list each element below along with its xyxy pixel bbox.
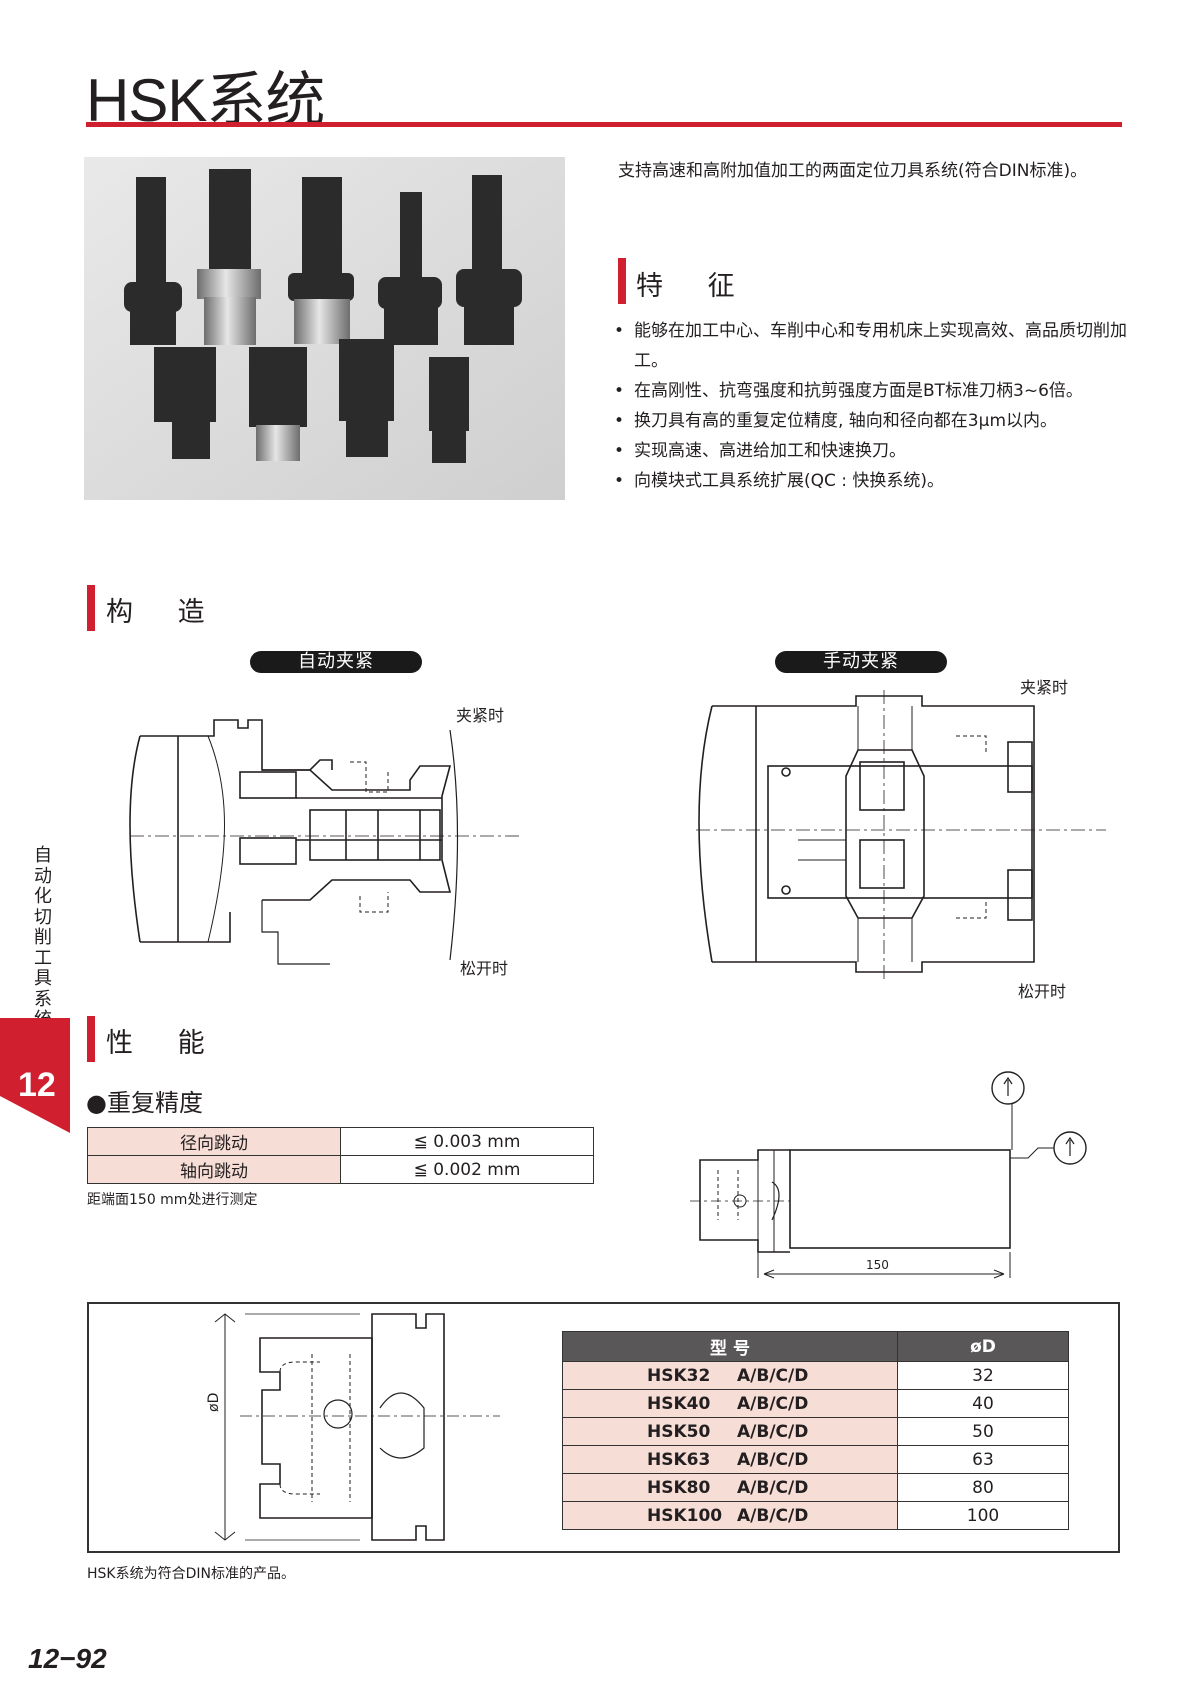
clamped-label: 夹紧时 xyxy=(1020,678,1069,697)
model-diameter: 80 xyxy=(897,1473,1069,1502)
accuracy-value: ≦ 0.003 mm xyxy=(340,1127,594,1156)
model-diameter: 40 xyxy=(897,1389,1069,1418)
chapter-tab xyxy=(0,1018,70,1133)
table-row: HSK80 A/B/C/D 80 xyxy=(562,1473,1069,1502)
model-diameter: 63 xyxy=(897,1445,1069,1474)
table-row: HSK50 A/B/C/D 50 xyxy=(562,1417,1069,1446)
chapter-number: 12 xyxy=(18,1066,56,1104)
structure-heading: 构 造 xyxy=(106,597,223,628)
table-row: HSK100 A/B/C/D 100 xyxy=(562,1501,1069,1530)
table-header-row: 型 号 øD xyxy=(562,1331,1069,1362)
feature-item: 能够在加工中心、车削中心和专用机床上实现高效、高品质切削加工。 xyxy=(614,316,1134,376)
model-name: HSK40 xyxy=(647,1393,711,1414)
models-frame xyxy=(87,1302,1120,1553)
page-number: 12−92 xyxy=(28,1643,107,1674)
manual-clamp-label: 手动夹紧 xyxy=(775,651,947,673)
runout-diagram xyxy=(690,1071,1087,1279)
feature-item: 换刀具有高的重复定位精度, 轴向和径向都在3μm以内。 xyxy=(614,406,1134,436)
column-header-diameter: øD xyxy=(897,1331,1069,1362)
model-name: HSK80 xyxy=(647,1477,711,1498)
hsk-shank-diagram xyxy=(214,1313,500,1541)
model-suffix: A/B/C/D xyxy=(737,1477,809,1498)
repeat-accuracy-title: ●重复精度 xyxy=(86,1089,203,1117)
auto-clamp-diagram xyxy=(129,719,520,965)
manual-clamp-diagram xyxy=(696,690,1106,980)
table-row: 径向跳动 ≦ 0.003 mm xyxy=(87,1127,594,1156)
accuracy-label: 径向跳动 xyxy=(87,1127,341,1156)
measurement-note: 距端面150 mm处进行测定 xyxy=(87,1192,258,1208)
chapter-title: 自动化切削工具系统 xyxy=(34,845,52,1029)
accuracy-value: ≦ 0.002 mm xyxy=(340,1155,594,1184)
table-row: HSK40 A/B/C/D 40 xyxy=(562,1389,1069,1418)
auto-clamp-label: 自动夹紧 xyxy=(250,651,422,673)
diameter-label: øD xyxy=(206,1392,222,1412)
section-marker xyxy=(618,258,626,304)
feature-item: 实现高速、高进给加工和快速换刀。 xyxy=(614,436,1134,466)
model-diameter: 32 xyxy=(897,1361,1069,1390)
model-name: HSK100 xyxy=(647,1505,723,1526)
table-row: HSK63 A/B/C/D 63 xyxy=(562,1445,1069,1474)
title-divider xyxy=(86,122,1122,127)
accuracy-label: 轴向跳动 xyxy=(87,1155,341,1184)
feature-item: 向模块式工具系统扩展(QC : 快换系统)。 xyxy=(614,466,1134,496)
model-name: HSK32 xyxy=(647,1365,711,1386)
intro-description: 支持高速和高附加值加工的两面定位刀具系统(符合DIN标准)。 xyxy=(618,161,1088,181)
model-diameter: 50 xyxy=(897,1417,1069,1446)
performance-heading: 性 能 xyxy=(106,1028,223,1059)
clamped-label: 夹紧时 xyxy=(456,706,505,725)
model-suffix: A/B/C/D xyxy=(737,1393,809,1414)
section-marker xyxy=(87,1016,95,1062)
column-header-model: 型 号 xyxy=(562,1331,898,1362)
section-marker xyxy=(87,585,95,631)
accuracy-table: 径向跳动 ≦ 0.003 mm 轴向跳动 ≦ 0.002 mm xyxy=(87,1127,594,1184)
model-diameter: 100 xyxy=(897,1501,1069,1530)
models-footnote: HSK系统为符合DIN标准的产品。 xyxy=(87,1566,295,1582)
model-suffix: A/B/C/D xyxy=(737,1421,809,1442)
model-name: HSK63 xyxy=(647,1449,711,1470)
product-photo xyxy=(84,157,565,500)
features-heading: 特 征 xyxy=(636,271,753,302)
table-row: 轴向跳动 ≦ 0.002 mm xyxy=(87,1155,594,1184)
released-label: 松开时 xyxy=(460,959,509,978)
dimension-label: 150 xyxy=(866,1258,889,1272)
model-suffix: A/B/C/D xyxy=(737,1505,809,1526)
model-suffix: A/B/C/D xyxy=(737,1449,809,1470)
model-name: HSK50 xyxy=(647,1421,711,1442)
table-row: HSK32 A/B/C/D 32 xyxy=(562,1361,1069,1390)
model-suffix: A/B/C/D xyxy=(737,1365,809,1386)
released-label: 松开时 xyxy=(1018,982,1067,1001)
feature-item: 在高刚性、抗弯强度和抗剪强度方面是BT标准刀柄3~6倍。 xyxy=(614,376,1134,406)
features-list: 能够在加工中心、车削中心和专用机床上实现高效、高品质切削加工。 在高刚性、抗弯强… xyxy=(614,316,1134,496)
